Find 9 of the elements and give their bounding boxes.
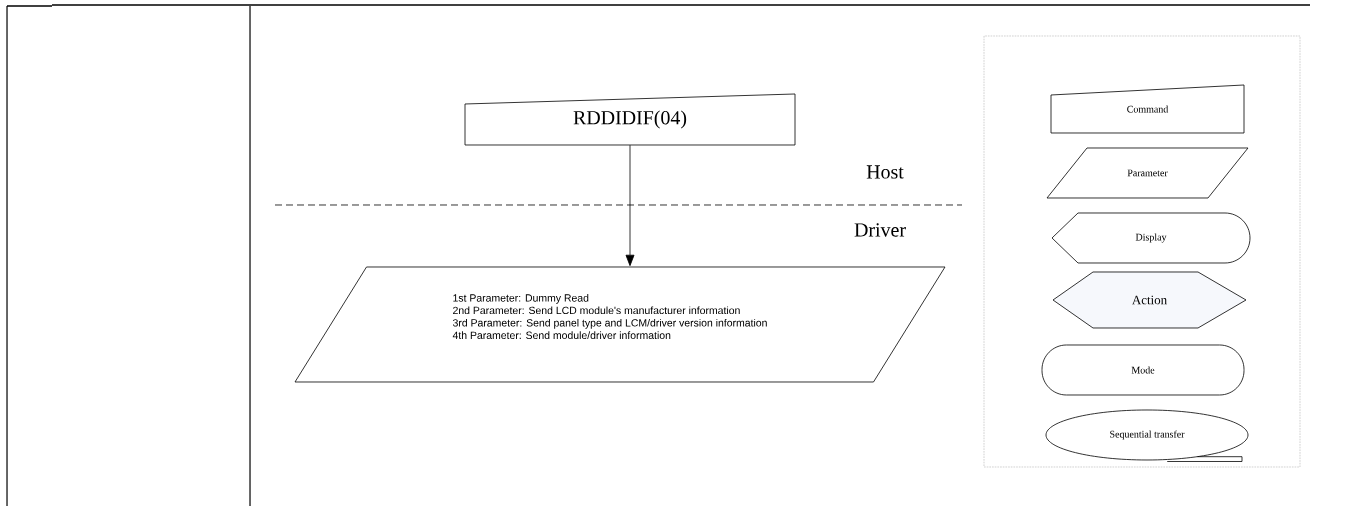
legend-frame [983,35,1301,468]
parameter-box: Parameter [1046,147,1249,199]
layer-label: Host [866,165,904,179]
action-hexagon: Action [1052,271,1247,329]
command-box: Command [1050,84,1245,134]
arrow [625,144,635,267]
parameter-box: 1st Parameter: Dummy Read 2nd Parameter: Send LCD module's manufacturer information 3rd Parameter: Send panel type and LCM/driver version information 4th Parameter: Send module/driver information [294,266,946,383]
command-box: RDDIDIF(04) [464,93,796,146]
layer-label: Driver [854,223,906,237]
